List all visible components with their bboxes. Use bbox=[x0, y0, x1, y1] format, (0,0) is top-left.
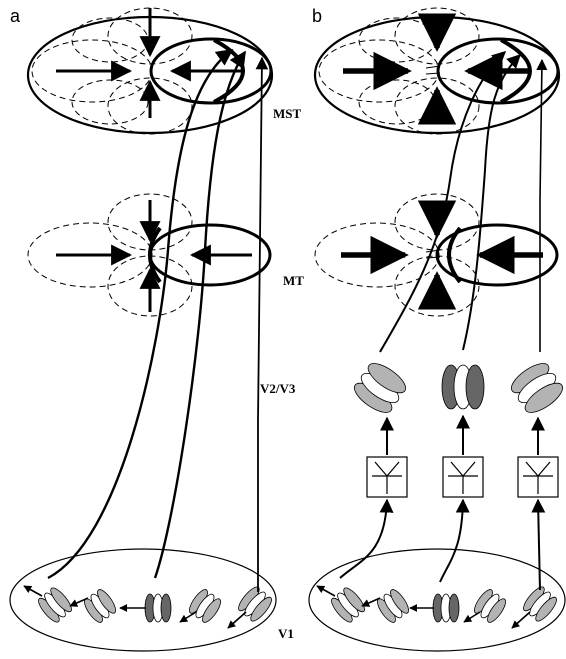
projection-line bbox=[47, 49, 234, 580]
panel-b bbox=[308, 7, 566, 652]
mt-arrows bbox=[56, 200, 252, 312]
mst-highlighted-field bbox=[436, 37, 560, 105]
arrow-icon bbox=[227, 611, 247, 629]
gabor-filter-icon bbox=[432, 593, 460, 623]
gabor-filter-icon bbox=[377, 589, 409, 623]
mt-arrows bbox=[341, 200, 543, 310]
rectifier-box-icon bbox=[366, 456, 408, 498]
box-to-v2v3-arrows bbox=[380, 414, 545, 455]
panel-a-mt-area bbox=[27, 193, 272, 317]
gabor-filter-icon bbox=[523, 586, 557, 622]
mst-highlighted-field bbox=[149, 37, 273, 105]
projection-line bbox=[531, 498, 546, 591]
v2v3-label: V2/V3 bbox=[260, 381, 296, 396]
projection-line bbox=[462, 54, 521, 351]
panel-a bbox=[9, 7, 277, 652]
projection-line bbox=[153, 50, 247, 579]
gabor-filter-icon bbox=[353, 363, 407, 413]
arrow-icon bbox=[316, 585, 336, 597]
panel-b-letter: b bbox=[312, 6, 322, 26]
rectifier-box-icon bbox=[442, 456, 484, 498]
v1-filters bbox=[331, 586, 557, 623]
v1-direction-arrows bbox=[23, 585, 247, 629]
gabor-filter-icon bbox=[144, 593, 172, 623]
rectifier-box-icon bbox=[517, 456, 559, 498]
v1-label: V1 bbox=[278, 626, 294, 641]
projection-line bbox=[339, 498, 394, 579]
arrow-icon bbox=[179, 611, 197, 623]
projection-line bbox=[439, 498, 470, 583]
mst-arrows bbox=[343, 13, 530, 125]
projection-line bbox=[536, 58, 548, 352]
projection-line bbox=[379, 51, 507, 353]
mst-label: MST bbox=[273, 106, 302, 121]
mst-arrows bbox=[56, 8, 245, 118]
arrow-icon bbox=[361, 597, 381, 607]
panel-a-letter: a bbox=[10, 6, 21, 26]
panel-b-mst-area bbox=[313, 7, 561, 135]
arrow-icon bbox=[23, 585, 43, 597]
arrow-icon bbox=[511, 611, 531, 629]
mt-label: MT bbox=[283, 273, 304, 288]
panel-b-v1-area bbox=[308, 548, 566, 652]
v1-ellipse bbox=[308, 548, 566, 652]
v1-to-box-projections bbox=[339, 498, 546, 591]
gabor-filter-icon bbox=[38, 587, 72, 623]
projection-line bbox=[255, 56, 269, 592]
v1-direction-arrows bbox=[316, 585, 531, 629]
panel-b-rectifier-boxes bbox=[366, 456, 559, 498]
v1-ellipse bbox=[9, 548, 277, 652]
panel-b-v2v3-filters bbox=[353, 363, 564, 413]
arrow-icon bbox=[69, 597, 89, 607]
panel-a-mst-area bbox=[26, 7, 274, 135]
gabor-filter-icon bbox=[331, 587, 365, 623]
gabor-filter-icon bbox=[189, 589, 221, 623]
arrow-icon bbox=[463, 611, 481, 623]
gabor-filter-icon bbox=[441, 364, 485, 410]
panel-b-mt-area bbox=[314, 193, 559, 317]
mt-highlighted-field bbox=[435, 223, 559, 287]
gabor-filter-icon bbox=[474, 589, 506, 623]
panel-a-v1-area bbox=[9, 548, 277, 652]
gabor-filter-icon bbox=[84, 589, 116, 623]
gabor-filter-icon bbox=[510, 363, 564, 413]
v2v3-to-mst-projections bbox=[379, 51, 548, 353]
gabor-filter-icon bbox=[238, 586, 272, 622]
panel-a-projections bbox=[47, 49, 269, 592]
